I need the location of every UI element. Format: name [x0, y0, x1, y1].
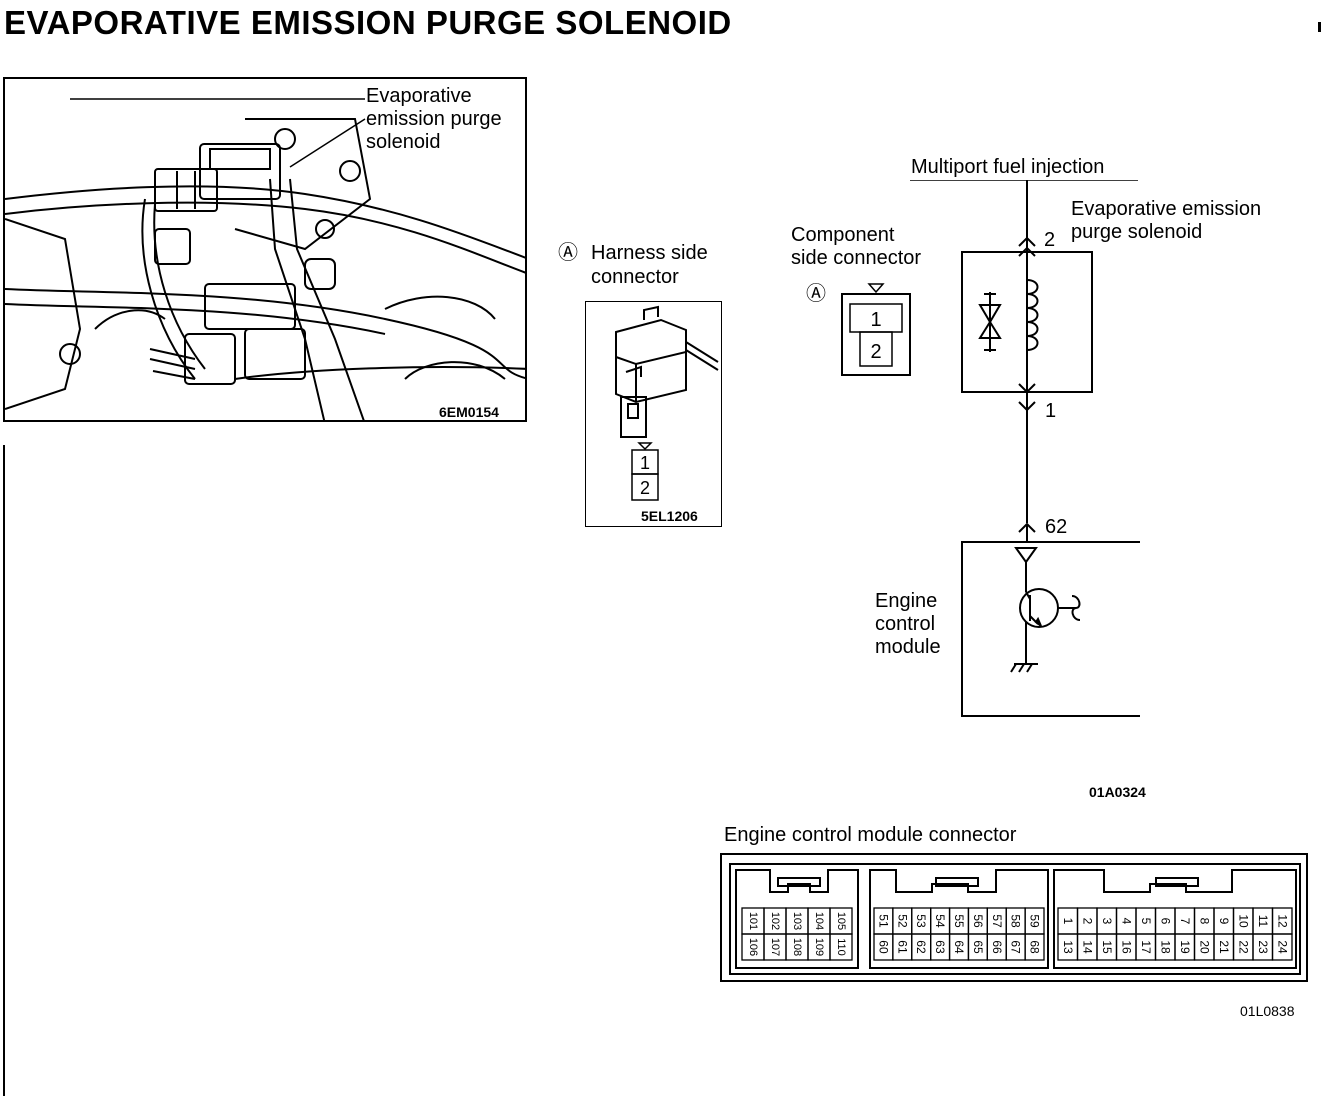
ecm-label-line3: module [875, 636, 941, 658]
component-pin-1: 1 [870, 309, 881, 331]
component-photo [3, 77, 527, 422]
ecm-pin-14: 14 [1080, 940, 1094, 954]
ecm-pin-54: 54 [933, 914, 947, 928]
ecm-pin-109: 109 [813, 938, 825, 956]
harness-connector-panel [585, 301, 722, 527]
component-label-line1: Component [791, 224, 895, 246]
ecm-pin-17: 17 [1139, 940, 1153, 954]
ecm-pin-62: 62 [914, 940, 928, 954]
ecm-pin-108: 108 [791, 938, 803, 956]
ecm-group-1-outline [735, 869, 859, 969]
ecm-pin-59: 59 [1028, 914, 1042, 928]
ecm-pin-9: 9 [1217, 918, 1231, 925]
ecm-pin-3: 3 [1100, 918, 1114, 925]
wiring-schematic [910, 180, 1140, 717]
ecm-pin-cell [1271, 933, 1293, 961]
ecm-pin-15: 15 [1100, 940, 1114, 954]
page-title: EVAPORATIVE EMISSION PURGE SOLENOID [4, 4, 732, 41]
ecm-pin-101: 101 [747, 912, 759, 930]
ecm-pin-51: 51 [876, 914, 890, 928]
ecm-pin-label: 62 [1045, 516, 1068, 538]
ecm-pin-52: 52 [895, 914, 909, 928]
component-marker: Ⓐ [806, 283, 826, 305]
ecm-pin-57: 57 [990, 914, 1004, 928]
ecm-pin-65: 65 [971, 940, 985, 954]
photo-illustration [5, 98, 525, 420]
ecm-pin-6: 6 [1158, 918, 1172, 925]
margin-rule [3, 445, 5, 1096]
ecm-pin-12: 12 [1275, 914, 1289, 928]
ecm-pin-110: 110 [835, 938, 847, 956]
ecm-connector-outer [720, 853, 1308, 982]
ecm-pin-68: 68 [1028, 940, 1042, 954]
ecm-pin-56: 56 [971, 914, 985, 928]
ecm-pin-104: 104 [813, 912, 825, 930]
ecm-pin-7: 7 [1178, 918, 1192, 925]
ecm-pin-60: 60 [876, 940, 890, 954]
ecm-label-line1: Engine [875, 590, 938, 612]
ecm-pin-66: 66 [990, 940, 1004, 954]
ecm-connector-code: 01L0838 [1240, 1003, 1295, 1019]
ecm-pin-2: 2 [1080, 918, 1094, 925]
photo-code: 6EM0154 [439, 404, 499, 420]
ecm-pin-24: 24 [1275, 940, 1289, 954]
ecm-pin-58: 58 [1009, 914, 1023, 928]
harness-code: 5EL1206 [641, 508, 698, 524]
ecm-pin-67: 67 [1009, 940, 1023, 954]
ecm-pin-103: 103 [791, 912, 803, 930]
photo-callout-line2: emission purge [366, 108, 502, 130]
corner-mark [1318, 22, 1321, 32]
component-label-line2: side connector [791, 247, 922, 269]
component-pin-2: 2 [870, 341, 881, 363]
ecm-pin-18: 18 [1158, 940, 1172, 954]
circuit-code: 01A0324 [1089, 784, 1146, 800]
photo-callout-line1: Evaporative [366, 85, 472, 107]
pin-top-label: 2 [1044, 229, 1056, 251]
ecm-pin-23: 23 [1256, 940, 1270, 954]
ecm-pin-61: 61 [895, 940, 909, 954]
ecm-pin-5: 5 [1139, 918, 1153, 925]
ecm-pin-53: 53 [914, 914, 928, 928]
harness-label-line1: Harness side [591, 242, 708, 264]
ecm-box [961, 541, 1140, 717]
harness-connector-illustration [615, 305, 719, 438]
ecm-group-3-outline [1053, 869, 1297, 969]
solenoid-label-line2: purge solenoid [1071, 221, 1203, 243]
pin-bottom-label: 1 [1045, 400, 1057, 422]
ecm-pin-cell [829, 933, 853, 961]
harness-marker: Ⓐ [558, 242, 578, 264]
ecm-pin-22: 22 [1236, 940, 1250, 954]
harness-label-line2: connector [591, 266, 679, 288]
ecm-pin-16: 16 [1119, 940, 1133, 954]
ecm-pin-55: 55 [952, 914, 966, 928]
ecm-pin-1: 1 [1061, 918, 1075, 925]
ecm-pin-20: 20 [1197, 940, 1211, 954]
ecm-pin-11: 11 [1256, 915, 1270, 928]
harness-pin-2: 2 [640, 478, 650, 498]
ecm-connector-title: Engine control module connector [724, 824, 1017, 846]
photo-callout-line3: solenoid [366, 131, 441, 153]
ecm-pin-4: 4 [1119, 918, 1133, 925]
harness-pin-1: 1 [640, 453, 650, 473]
ecm-pin-105: 105 [835, 912, 847, 930]
ecm-pin-64: 64 [952, 940, 966, 954]
coil-symbol [1026, 279, 1039, 351]
ecm-pin-107: 107 [769, 938, 781, 956]
harness-pin-block: 1 2 [631, 442, 659, 501]
ecm-pin-106: 106 [747, 938, 759, 956]
ecm-pin-13: 13 [1061, 940, 1075, 954]
ecm-group-2-outline [869, 869, 1049, 969]
ecm-pin-102: 102 [769, 912, 781, 930]
ecm-pin-19: 19 [1178, 940, 1192, 954]
ecm-pin-8: 8 [1197, 918, 1211, 925]
ecm-pin-cell [1024, 933, 1045, 961]
ecm-label-line2: control [875, 613, 936, 635]
ecm-pin-10: 10 [1236, 914, 1250, 928]
solenoid-label-line1: Evaporative emission [1071, 198, 1262, 220]
ecm-pin-21: 21 [1217, 940, 1231, 954]
component-pin-block: 1 2 [841, 283, 911, 376]
ecm-pin-63: 63 [933, 940, 947, 954]
supply-label: Multiport fuel injection [911, 156, 1105, 178]
